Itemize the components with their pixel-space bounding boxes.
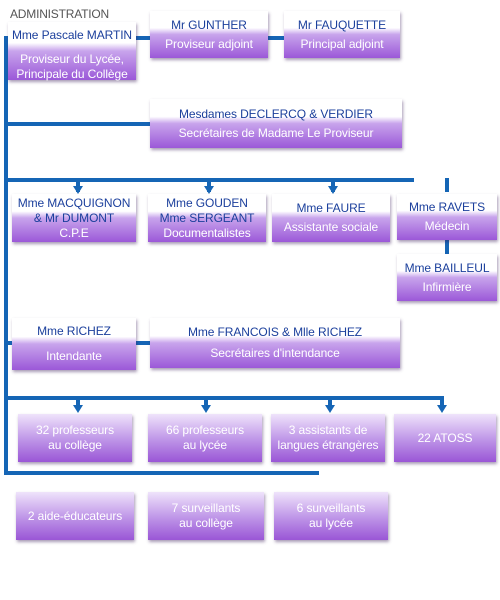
group-line2: au lycée [183,438,227,452]
deputy-role: Proviseur adjoint [165,36,253,51]
group-line1: 32 professeurs [36,423,114,437]
head-role-line1: Proviseur du Lycée, [20,52,124,66]
group-box-1[interactable]: 32 professeurs au collège [18,414,132,462]
supervisor-line2: au lycée [309,516,353,530]
connector-staff-drop-3 [331,178,335,192]
staff-name-line1: Mme FAURE [296,201,366,215]
group-line1: 3 assistants de [288,423,368,437]
connector-secretaries [4,122,152,126]
head-name: Mme Pascale MARTIN [11,28,132,42]
arrow-group-4 [437,405,447,413]
connector-group-drop-4 [440,396,444,408]
staff-name-line1: Mme RAVETS [408,200,486,214]
group-line1: 66 professeurs [166,423,244,437]
arrow-staff-1 [73,186,83,194]
head-role-line2: Principale du Collège [16,67,128,81]
supervisor-line2: au collège [179,516,233,530]
steward-secretaries-box[interactable]: Mme FRANCOIS & Mlle RICHEZ Secrétaires d… [150,318,400,368]
group-box-2[interactable]: 66 professeurs au lycée [148,414,262,462]
staff-role: Médecin [424,219,470,233]
supervisor-box-3[interactable]: 6 surveillants au lycée [274,492,388,540]
group-box-4[interactable]: 22 ATOSS [394,414,496,462]
supervisor-box-1[interactable]: 2 aide-éducateurs [16,492,134,540]
administration-label: ADMINISTRATION [10,7,109,21]
staff-name-line2: Mme SERGEANT [159,210,255,225]
steward-role: Intendante [46,349,102,363]
staff-name-line1: Mme MACQUIGNON [17,195,131,210]
supervisor-line1: 7 surveillants [171,501,241,515]
staff-role: Assistante sociale [283,220,379,234]
arrow-group-1 [73,405,83,413]
staff-box-cpe[interactable]: Mme MACQUIGNON & Mr DUMONT C.P.E [12,194,136,242]
arrow-group-2 [201,405,211,413]
trunk-line [4,36,8,475]
connector-doctor-nurse [445,240,449,254]
head-box[interactable]: Mme Pascale MARTIN Proviseur du Lycée, P… [8,22,136,81]
steward-secretaries-role: Secrétaires d'intendance [210,346,340,360]
secretaries-box[interactable]: Mesdames DECLERCQ & VERDIER Secrétaires … [150,99,402,148]
nurse-box[interactable]: Mme BAILLEUL Infirmière [397,254,497,301]
steward-name: Mme RICHEZ [37,324,111,338]
staff-name-line1: Mme GOUDEN [166,195,248,210]
deputy-box-1[interactable]: Mr GUNTHER Proviseur adjoint [150,11,268,58]
connector-staff-drop-4 [445,178,449,192]
connector-group-drop-2 [204,396,208,408]
connector-groups [4,396,444,400]
supervisor-line1: 2 aide-éducateurs [27,508,123,523]
staff-box-social[interactable]: Mme FAURE Assistante sociale [272,194,390,242]
staff-box-documentalistes[interactable]: Mme GOUDEN Mme SERGEANT Documentalistes [148,194,266,242]
deputy-name: Mr FAUQUETTE [297,17,387,32]
connector-group-drop-1 [76,396,80,408]
arrow-staff-2 [204,186,214,194]
nurse-role: Infirmière [422,279,472,294]
group-box-3[interactable]: 3 assistants de langues étrangères [271,414,385,462]
supervisor-line1: 6 surveillants [296,501,366,515]
staff-name-line2: & Mr DUMONT [33,210,115,225]
secretaries-role: Secrétaires de Madame Le Proviseur [178,125,374,140]
staff-box-doctor[interactable]: Mme RAVETS Médecin [397,194,497,240]
staff-role: Documentalistes [163,225,251,240]
group-line2: au collège [48,438,102,452]
group-line2: langues étrangères [277,438,379,452]
arrow-group-3 [325,405,335,413]
steward-box[interactable]: Mme RICHEZ Intendante [12,318,136,370]
connector-group-drop-3 [328,396,332,408]
supervisor-box-2[interactable]: 7 surveillants au collège [148,492,264,540]
steward-secretaries-name: Mme FRANCOIS & Mlle RICHEZ [187,325,363,339]
secretaries-name: Mesdames DECLERCQ & VERDIER [178,106,374,121]
staff-role: C.P.E [59,225,89,240]
group-line1: 22 ATOSS [417,430,473,445]
arrow-staff-3 [328,186,338,194]
deputy-role: Principal adjoint [300,36,384,51]
connector-staff-drop-1 [76,178,80,192]
nurse-name: Mme BAILLEUL [404,260,490,275]
connector-staff-drop-2 [207,178,211,192]
connector-supervisors [4,471,319,475]
deputy-box-2[interactable]: Mr FAUQUETTE Principal adjoint [284,11,400,58]
deputy-name: Mr GUNTHER [171,17,247,32]
